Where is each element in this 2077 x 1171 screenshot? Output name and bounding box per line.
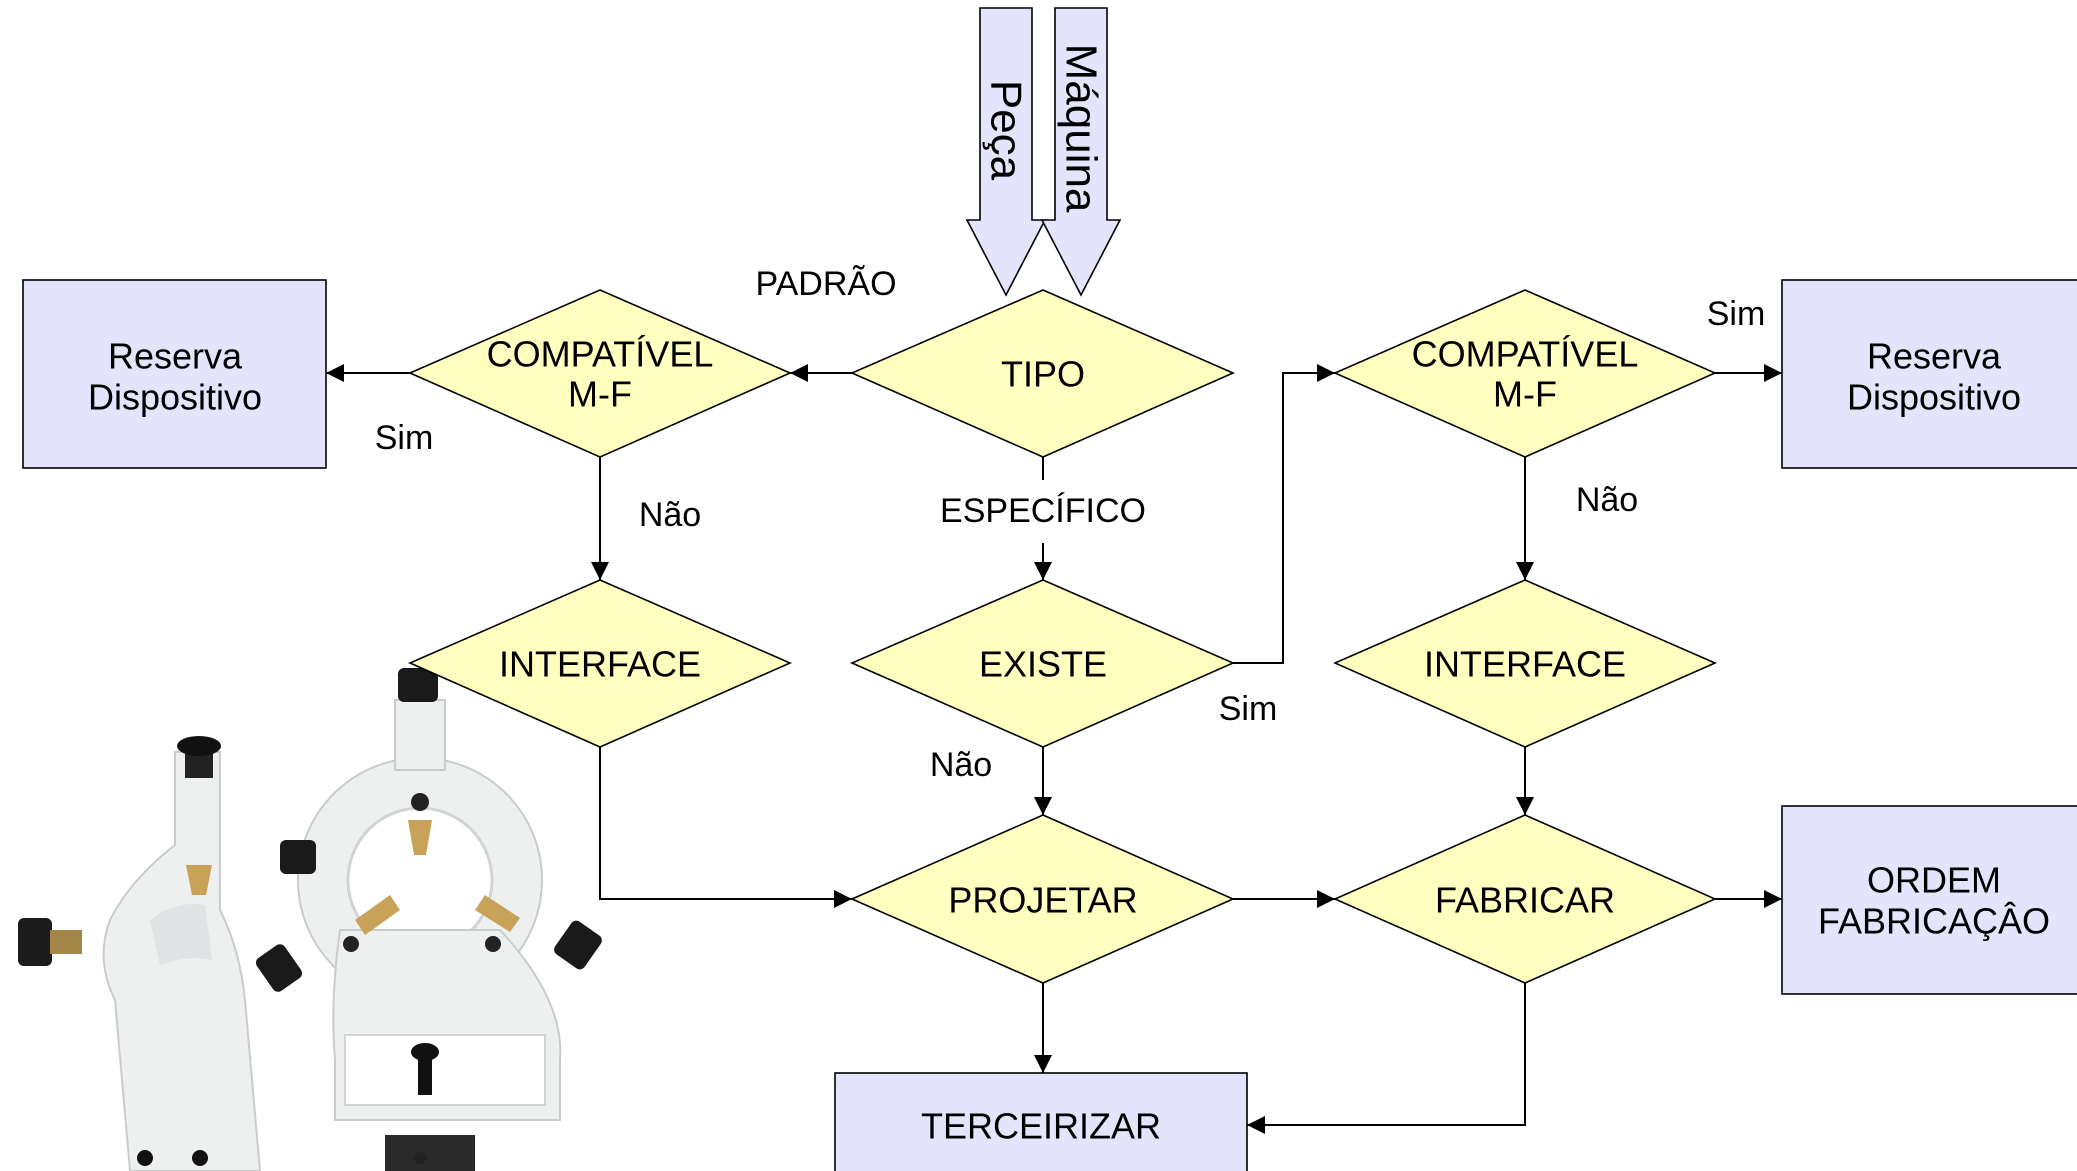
terceirizar-label: TERCEIRIZAR: [921, 1106, 1161, 1147]
compat-right-line2: M-F: [1493, 374, 1557, 415]
diamond-interface-left: INTERFACE: [408, 579, 792, 748]
box-reserva-left: Reserva Dispositivo: [22, 279, 327, 469]
input-label-maquina: Máquina: [1057, 44, 1106, 213]
ordem-line1: ORDEM: [1867, 860, 2001, 901]
box-reserva-right: Reserva Dispositivo: [1781, 279, 2077, 469]
label-nao-right: Não: [1576, 481, 1638, 519]
diamond-compativel-left: COMPATÍVEL M-F: [408, 289, 792, 458]
label-nao-left: Não: [639, 496, 701, 534]
reserva-right-line2: Dispositivo: [1847, 377, 2021, 418]
edge-existe-compat-right: [1233, 364, 1335, 664]
diamond-compativel-right: COMPATÍVEL M-F: [1333, 289, 1717, 458]
input-arrow-peca: Peça: [965, 7, 1047, 297]
diamond-existe: EXISTE: [850, 579, 1235, 748]
fabricar-label: FABRICAR: [1435, 880, 1615, 921]
interface-left-label: INTERFACE: [499, 644, 701, 685]
box-terceirizar: TERCEIRIZAR: [834, 1072, 1248, 1171]
label-sim-right: Sim: [1707, 295, 1766, 333]
ordem-line2: FABRICAÇÂO: [1818, 901, 2050, 942]
lathe-rests-photo: [18, 668, 602, 1171]
box-ordem-fabricacao: ORDEM FABRICAÇÂO: [1781, 805, 2077, 995]
reserva-right-line1: Reserva: [1867, 336, 2002, 377]
label-especifico: ESPECÍFICO: [940, 492, 1146, 530]
input-arrow-maquina: Máquina: [1040, 7, 1122, 297]
tipo-label: TIPO: [1001, 354, 1085, 395]
label-sim-existe: Sim: [1219, 690, 1278, 728]
edge-interface-left-projetar: [599, 747, 852, 908]
steady-rest-image: [255, 668, 602, 1171]
edge-fabricar-terceirizar: [1247, 983, 1526, 1134]
input-label-peca: Peça: [982, 80, 1031, 181]
label-sim-left: Sim: [375, 419, 434, 457]
label-nao-existe: Não: [930, 746, 992, 784]
diamond-tipo: TIPO: [850, 289, 1235, 458]
label-padrao: PADRÃO: [755, 265, 896, 303]
compat-right-line1: COMPATÍVEL: [1412, 334, 1639, 375]
projetar-label: PROJETAR: [948, 880, 1137, 921]
diamond-projetar: PROJETAR: [850, 814, 1235, 984]
compat-left-line1: COMPATÍVEL: [487, 334, 714, 375]
diamond-fabricar: FABRICAR: [1333, 814, 1717, 984]
existe-label: EXISTE: [979, 644, 1107, 685]
reserva-left-line2: Dispositivo: [88, 377, 262, 418]
interface-right-label: INTERFACE: [1424, 644, 1626, 685]
reserva-left-line1: Reserva: [108, 336, 243, 377]
follow-rest-image: [18, 736, 262, 1171]
compat-left-line2: M-F: [568, 374, 632, 415]
edges: [326, 364, 1782, 1134]
diamond-interface-right: INTERFACE: [1333, 579, 1717, 748]
edge-labels: PADRÃO ESPECÍFICO Sim Não Sim Não Sim Nã…: [375, 265, 1766, 784]
